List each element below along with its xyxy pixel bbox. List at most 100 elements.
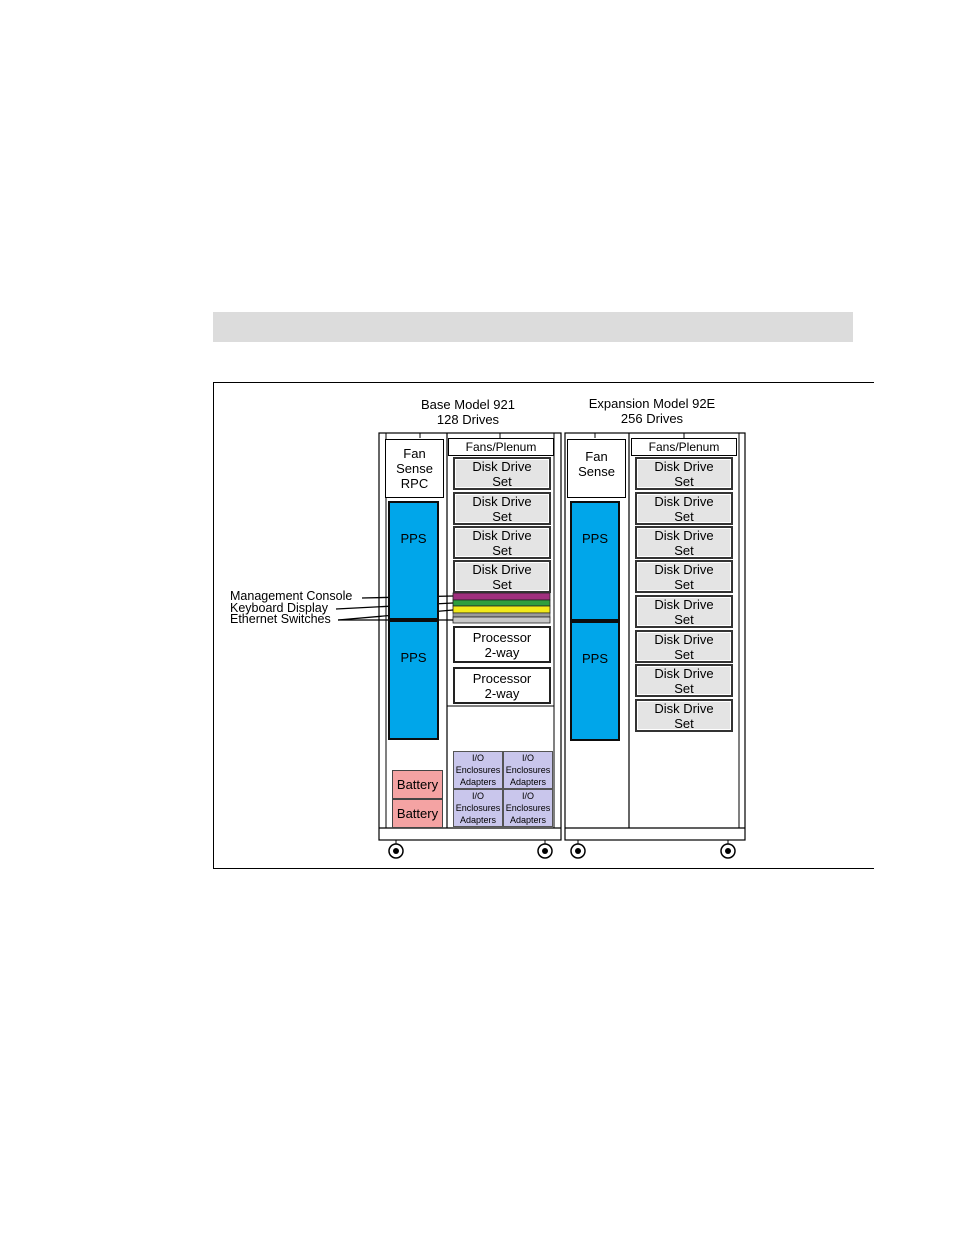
ethernet-switches-label: Ethernet Switches	[230, 612, 331, 626]
base-fans-plenum: Fans/Plenum	[448, 438, 554, 456]
disk-drive-label: Disk Drive	[654, 527, 714, 543]
fans-plenum-label: Fans/Plenum	[648, 439, 720, 454]
expansion-disk-drive-set: Disk Drive Set	[635, 699, 733, 732]
base-pps-upper: PPS	[388, 501, 439, 620]
keyboard-display-label: Keyboard Display	[230, 601, 328, 615]
base-rack-title: Base Model 921 128 Drives	[398, 397, 538, 427]
sense-label: Sense	[578, 464, 615, 479]
disk-drive-label: Disk Drive	[654, 700, 714, 716]
rpc-label: RPC	[400, 476, 429, 491]
base-io-enclosure: I/O Enclosures Adapters	[453, 789, 503, 827]
set-label: Set	[674, 542, 694, 558]
enclosures-label: Enclosures	[505, 803, 551, 813]
set-label: Set	[492, 508, 512, 524]
disk-drive-label: Disk Drive	[472, 493, 532, 509]
ethernet-switch-strip-1	[452, 605, 551, 614]
base-disk-drive-set: Disk Drive Set	[453, 560, 551, 593]
battery-label: Battery	[396, 777, 439, 792]
base-pps-lower: PPS	[388, 620, 439, 740]
section-header-bar	[213, 312, 853, 342]
io-label: I/O	[521, 753, 534, 763]
adapters-label: Adapters	[509, 777, 547, 787]
base-disk-drive-set: Disk Drive Set	[453, 492, 551, 525]
enclosures-label: Enclosures	[455, 765, 501, 775]
management-console-strip	[452, 592, 551, 601]
base-fan-sense-rpc: Fan Sense RPC	[385, 439, 444, 498]
base-processor: Processor 2-way	[453, 667, 551, 704]
set-label: Set	[492, 542, 512, 558]
disk-drive-label: Disk Drive	[472, 561, 532, 577]
expansion-disk-drive-set: Disk Drive Set	[635, 595, 733, 628]
expansion-fan-sense: Fan Sense	[567, 439, 626, 498]
disk-drive-label: Disk Drive	[472, 527, 532, 543]
expansion-disk-drive-set: Disk Drive Set	[635, 664, 733, 697]
set-label: Set	[492, 576, 512, 592]
io-label: I/O	[521, 791, 534, 801]
fan-label: Fan	[403, 446, 426, 461]
disk-drive-label: Disk Drive	[654, 493, 714, 509]
pps-label: PPS	[581, 651, 608, 666]
processor-label: Processor	[472, 629, 532, 645]
base-disk-drive-set: Disk Drive Set	[453, 457, 551, 490]
wheel-expansion-right	[720, 840, 736, 859]
adapters-label: Adapters	[509, 815, 547, 825]
set-label: Set	[674, 473, 694, 489]
io-label: I/O	[471, 791, 484, 801]
figure-frame	[213, 382, 874, 869]
processor-way-label: 2-way	[484, 644, 520, 660]
base-battery: Battery	[392, 770, 443, 799]
disk-drive-label: Disk Drive	[654, 665, 714, 681]
keyboard-display-strip	[452, 599, 551, 607]
set-label: Set	[674, 576, 694, 592]
expansion-pps-upper: PPS	[570, 501, 620, 621]
base-rack-outline	[378, 432, 562, 841]
base-io-enclosure: I/O Enclosures Adapters	[503, 751, 553, 789]
expansion-rack-title: Expansion Model 92E 256 Drives	[572, 396, 732, 426]
fan-label: Fan	[585, 449, 608, 464]
fans-plenum-label: Fans/Plenum	[465, 439, 537, 454]
expansion-rack-outline	[564, 432, 746, 841]
adapters-label: Adapters	[459, 777, 497, 787]
base-battery: Battery	[392, 799, 443, 828]
base-rack-title-line2: 128 Drives	[436, 412, 500, 427]
disk-drive-label: Disk Drive	[654, 458, 714, 474]
expansion-disk-drive-set: Disk Drive Set	[635, 526, 733, 559]
expansion-rack-title-line2: 256 Drives	[620, 411, 684, 426]
disk-drive-label: Disk Drive	[654, 561, 714, 577]
set-label: Set	[492, 473, 512, 489]
expansion-pps-lower: PPS	[570, 621, 620, 741]
enclosures-label: Enclosures	[455, 803, 501, 813]
management-console-label: Management Console	[230, 589, 353, 603]
disk-drive-label: Disk Drive	[654, 596, 714, 612]
pps-label: PPS	[581, 531, 608, 546]
expansion-disk-drive-set: Disk Drive Set	[635, 457, 733, 490]
expansion-disk-drive-set: Disk Drive Set	[635, 492, 733, 525]
wheel-expansion-left	[570, 840, 586, 859]
expansion-disk-drive-set: Disk Drive Set	[635, 630, 733, 663]
enclosures-label: Enclosures	[505, 765, 551, 775]
disk-drive-label: Disk Drive	[654, 631, 714, 647]
wheel-base-left	[388, 840, 404, 859]
expansion-disk-drive-set: Disk Drive Set	[635, 560, 733, 593]
expansion-rack-title-line1: Expansion Model 92E	[588, 396, 716, 411]
sense-label: Sense	[396, 461, 433, 476]
base-processor: Processor 2-way	[453, 626, 551, 663]
expansion-fans-plenum: Fans/Plenum	[631, 438, 737, 456]
pps-label: PPS	[400, 531, 427, 546]
base-disk-drive-set: Disk Drive Set	[453, 526, 551, 559]
set-label: Set	[674, 715, 694, 731]
base-rack-title-line1: Base Model 921	[421, 397, 515, 412]
set-label: Set	[674, 611, 694, 627]
processor-label: Processor	[472, 670, 532, 686]
disk-drive-label: Disk Drive	[472, 458, 532, 474]
ethernet-switch-strip-2	[452, 612, 551, 618]
adapters-label: Adapters	[459, 815, 497, 825]
wheel-base-right	[537, 840, 553, 859]
io-label: I/O	[471, 753, 484, 763]
ethernet-switch-strip-3	[452, 616, 551, 624]
processor-way-label: 2-way	[484, 685, 520, 701]
set-label: Set	[674, 646, 694, 662]
pps-label: PPS	[400, 650, 427, 665]
base-io-enclosure: I/O Enclosures Adapters	[503, 789, 553, 827]
